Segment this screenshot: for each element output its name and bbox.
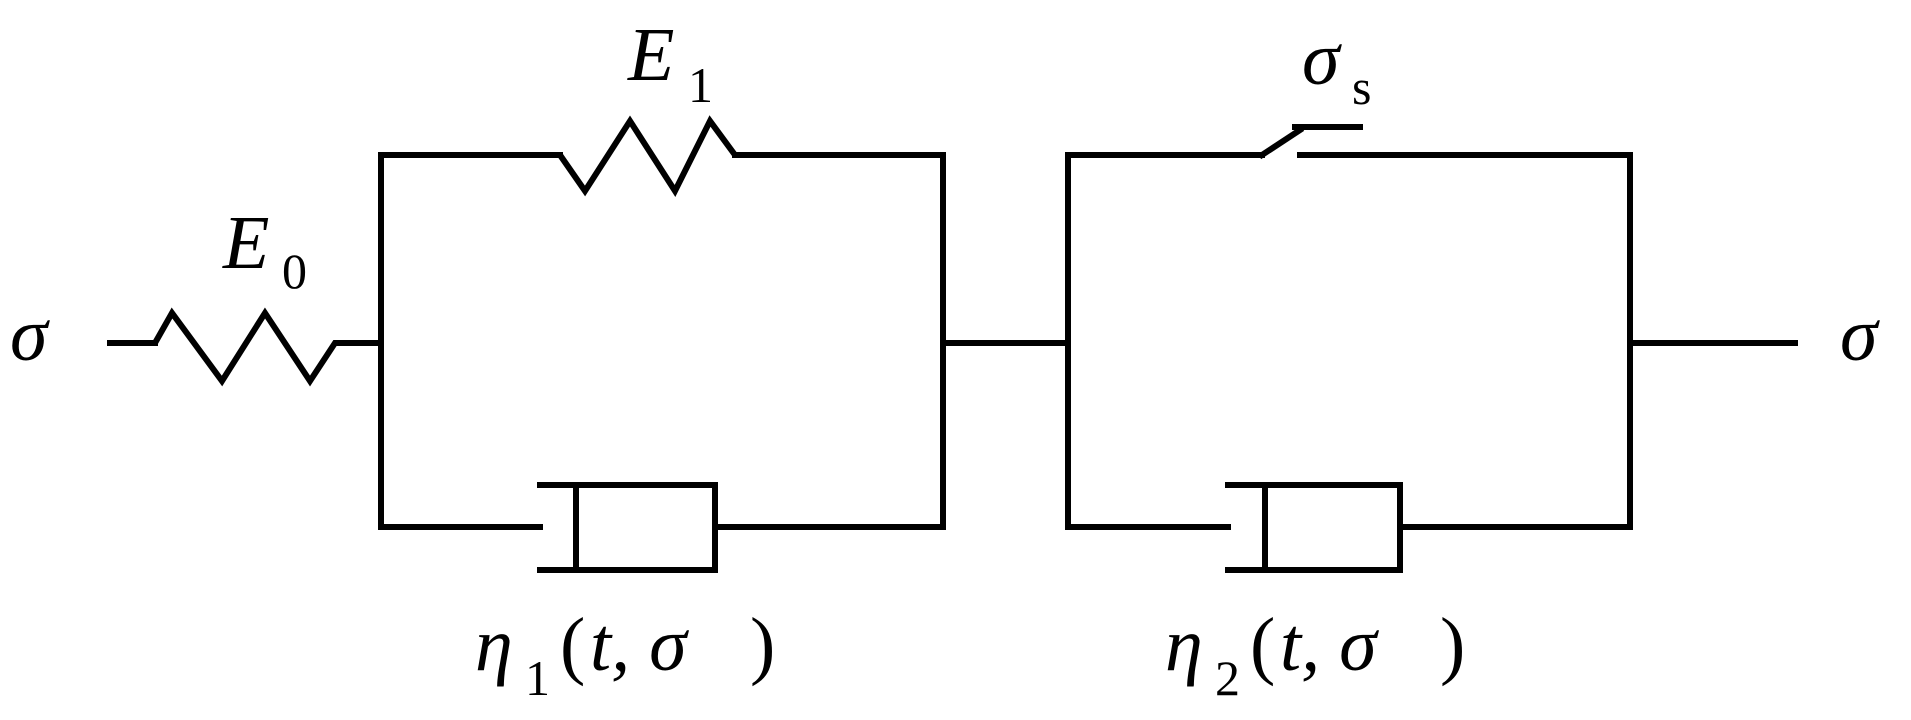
label-eta1-sub: 1 <box>525 650 550 706</box>
kelvin-block-2 <box>1065 124 1633 573</box>
label-eta2: η 2 ( t, σ ) <box>1165 603 1465 706</box>
label-eta2-args: t, σ <box>1280 603 1379 687</box>
spring-e1 <box>557 115 738 198</box>
label-eta1-args: t, σ <box>590 603 689 687</box>
kelvin-block-1 <box>378 115 946 573</box>
label-eta1-main: η <box>475 603 513 687</box>
label-e1-main: E <box>627 13 674 97</box>
label-eta2-main: η <box>1165 603 1203 687</box>
friction-slider-sigma-s <box>1257 124 1363 160</box>
label-e0-main: E <box>222 201 269 285</box>
slider-gap-lever <box>1257 125 1305 160</box>
label-sigma-s-sub: s <box>1352 59 1371 115</box>
dashpot-eta1-cylinder <box>537 482 718 573</box>
spring-e0 <box>152 307 378 387</box>
label-e1-sub: 1 <box>688 57 713 113</box>
dashpot-eta2-cylinder <box>1225 482 1403 573</box>
label-sigma-left: σ <box>10 293 50 377</box>
label-sigma-s: σ s <box>1302 17 1371 115</box>
label-e0-sub: 0 <box>282 243 307 299</box>
label-e0: E 0 <box>222 201 307 299</box>
dashpot-eta2 <box>1225 482 1403 573</box>
label-sigma-s-main: σ <box>1302 17 1342 101</box>
label-eta2-open-paren: ( <box>1250 603 1275 687</box>
label-eta2-close-paren: ) <box>1440 603 1465 687</box>
label-eta2-sub: 2 <box>1215 650 1240 706</box>
label-eta1-close-paren: ) <box>750 603 775 687</box>
label-eta1: η 1 ( t, σ ) <box>475 603 775 706</box>
label-eta1-open-paren: ( <box>560 603 585 687</box>
dashpot-eta1 <box>537 482 718 573</box>
label-e1: E 1 <box>627 13 713 113</box>
label-sigma-right: σ <box>1840 293 1880 377</box>
